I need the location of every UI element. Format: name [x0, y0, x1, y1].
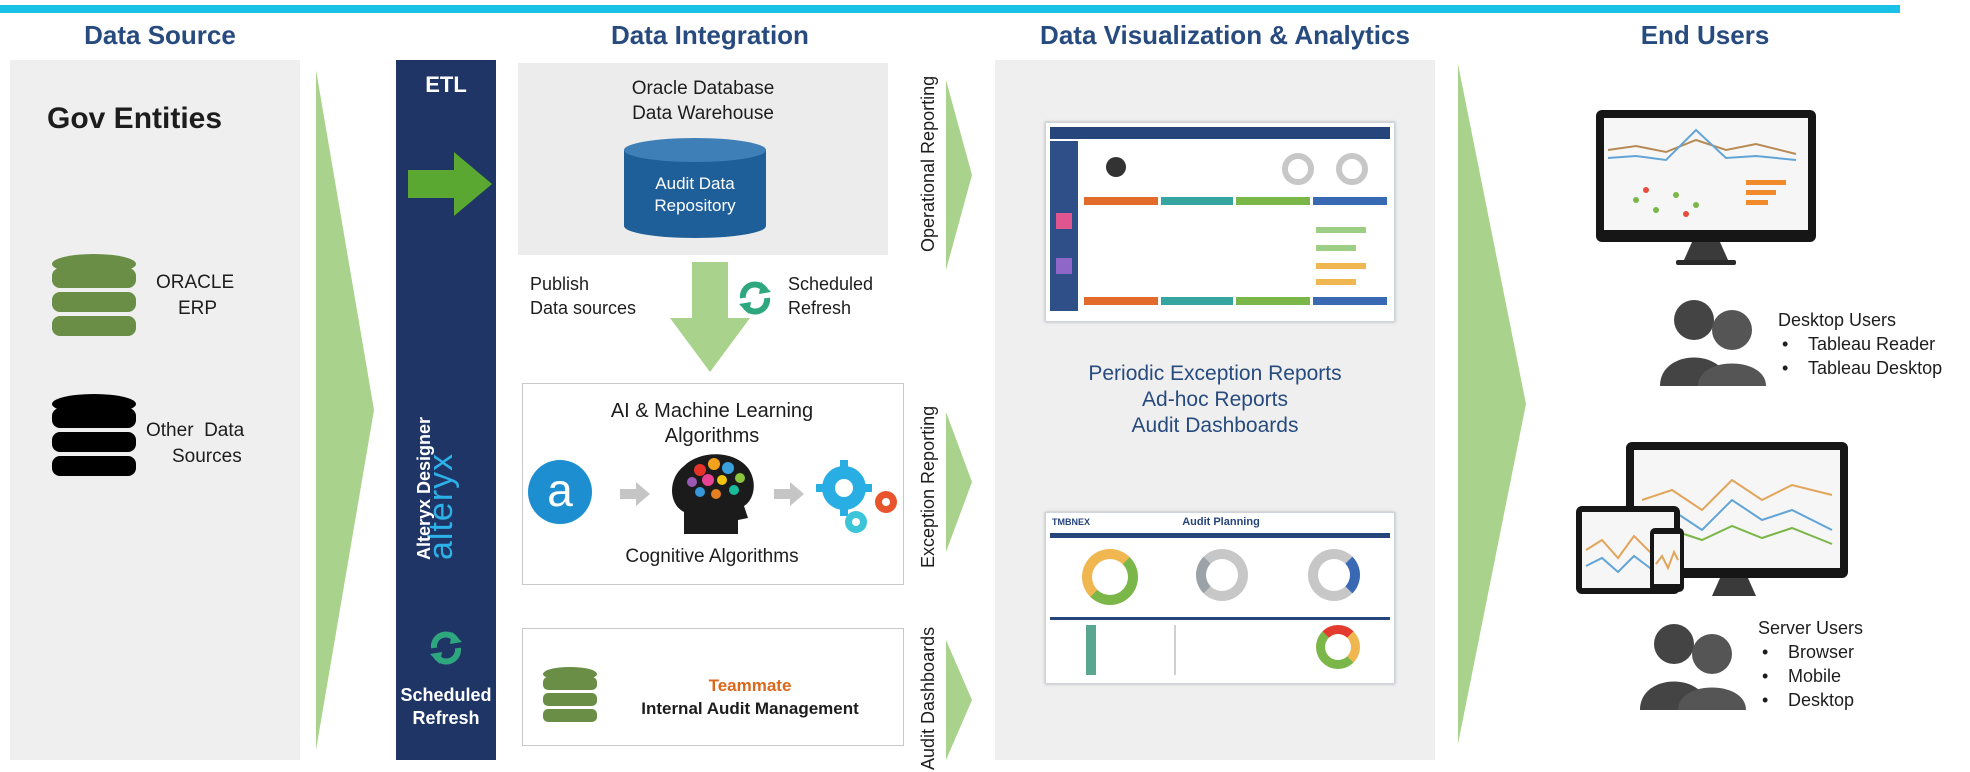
desktop-users-icon — [1660, 300, 1766, 386]
data-warehouse-line2: Data Warehouse — [632, 103, 774, 124]
audit-planning-title: Audit Planning — [1182, 516, 1260, 528]
alteryx-logo-letter: a — [547, 464, 573, 516]
column-title-data-source: Data Source — [84, 20, 236, 50]
alteryx-designer-label: Alteryx Designer — [414, 416, 434, 560]
flow-chevron-3 — [1458, 64, 1526, 744]
refresh-icon — [430, 631, 462, 665]
scheduled-refresh-line1: Scheduled — [788, 274, 874, 294]
flow-chevron-audit — [946, 640, 972, 760]
etl-arrow-icon — [408, 152, 492, 216]
server-users-bullet-1: • — [1762, 642, 1769, 662]
desktop-users-item-1: Tableau Reader — [1808, 334, 1936, 354]
etl-label: ETL — [425, 72, 467, 97]
column-title-data-visualization: Data Visualization & Analytics — [1040, 20, 1410, 50]
scheduled-refresh-line2: Refresh — [788, 298, 852, 318]
oracle-erp-line2: ERP — [178, 298, 218, 319]
internal-audit-label: Internal Audit Management — [641, 699, 859, 718]
server-users-item-2: Mobile — [1788, 666, 1842, 686]
desktop-users-title: Desktop Users — [1778, 310, 1897, 330]
gears-icon — [816, 460, 897, 533]
audit-repository-cylinder-icon — [624, 138, 766, 238]
desktop-users-item-2: Tableau Desktop — [1808, 358, 1943, 378]
audit-dashboards-label: Audit Dashboards — [1131, 414, 1299, 437]
periodic-exception-reports-label: Periodic Exception Reports — [1088, 362, 1342, 385]
exception-reporting-label: Exception Reporting — [918, 405, 938, 568]
top-accent-bar — [0, 5, 1900, 13]
oracle-erp-line1: ORACLE — [156, 272, 235, 293]
flow-chevron-1 — [316, 70, 374, 750]
publish-down-arrow — [670, 262, 750, 372]
other-sources-line1: Other Data — [146, 420, 245, 441]
flow-chevron-exception — [946, 412, 972, 552]
operational-dashboard-thumbnail — [1045, 122, 1395, 322]
data-warehouse-line1: Oracle Database — [631, 78, 775, 99]
scheduled-refresh-icon — [739, 281, 771, 315]
etl-bar: ETL alteryx Alteryx Designer Scheduled R… — [396, 60, 496, 760]
audit-planning-logo: TMBNEX — [1052, 517, 1090, 527]
repo-line2: Repository — [654, 196, 736, 215]
repo-line1: Audit Data — [655, 174, 735, 193]
desktop-monitor-icon — [1596, 110, 1816, 265]
audit-planning-dashboard-thumbnail: TMBNEX Audit Planning — [1045, 512, 1395, 684]
cognitive-algorithms-label: Cognitive Algorithms — [625, 546, 799, 567]
server-users-bullet-3: • — [1762, 690, 1769, 710]
operational-reporting-label: Operational Reporting — [918, 75, 938, 252]
other-sources-line2: Sources — [172, 446, 242, 467]
server-users-item-1: Browser — [1788, 642, 1855, 662]
server-users-title: Server Users — [1758, 618, 1864, 638]
flow-chevron-operational — [946, 80, 972, 270]
multi-device-icon — [1576, 442, 1848, 596]
brain-head-icon — [672, 454, 754, 534]
desktop-users-bullet-2: • — [1782, 358, 1789, 378]
oracle-database-icon — [52, 254, 136, 336]
publish-line1: Publish — [530, 274, 590, 294]
etl-scheduled-line2: Refresh — [412, 708, 480, 728]
right-arrow-icon — [620, 482, 650, 506]
other-database-icon — [52, 394, 136, 476]
teammate-label: Teammate — [708, 676, 792, 695]
teammate-database-icon — [543, 667, 597, 722]
publish-line2: Data sources — [530, 298, 637, 318]
ai-ml-line2: Algorithms — [664, 425, 760, 447]
server-users-icon — [1640, 624, 1746, 710]
audit-dashboards-flow-label: Audit Dashboards — [918, 626, 938, 770]
adhoc-reports-label: Ad-hoc Reports — [1142, 388, 1288, 411]
column-title-data-integration: Data Integration — [611, 20, 809, 50]
desktop-users-bullet-1: • — [1782, 334, 1789, 354]
gov-entities-label: Gov Entities — [47, 102, 223, 135]
etl-scheduled-line1: Scheduled — [400, 685, 492, 705]
server-users-item-3: Desktop — [1788, 690, 1855, 710]
ai-ml-line1: AI & Machine Learning — [610, 400, 814, 422]
right-arrow-icon — [774, 482, 804, 506]
alteryx-logo-icon — [528, 460, 592, 524]
server-users-bullet-2: • — [1762, 666, 1769, 686]
column-title-end-users: End Users — [1640, 20, 1770, 50]
